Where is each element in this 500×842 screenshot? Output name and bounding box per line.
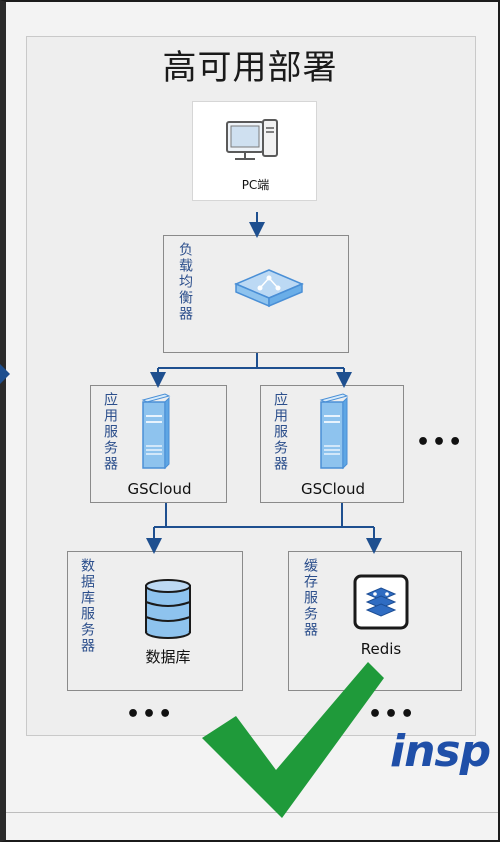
app-server-2-name: GSCloud: [301, 480, 365, 498]
server-icon: [141, 393, 171, 470]
redis-icon: [353, 574, 409, 630]
app-server-node-2: 应用服务器 GSCloud: [260, 385, 404, 503]
db-server-label: 数据库服务器: [79, 558, 95, 654]
pc-monitor-icon: [226, 119, 278, 160]
cache-server-label: 缓存服务器: [302, 558, 318, 638]
db-server-name: 数据库: [145, 648, 191, 666]
more-db-servers-ellipsis: •••: [126, 702, 175, 727]
pc-node: PC端: [192, 101, 317, 201]
app-server-2-label: 应用服务器: [272, 392, 288, 472]
server-icon: [319, 393, 349, 470]
cache-server-name: Redis: [360, 640, 402, 658]
pc-label: PC端: [241, 178, 270, 192]
bottom-divider: [6, 812, 498, 813]
db-server-node: 数据库服务器 数据库: [67, 551, 243, 691]
app-server-1-name: GSCloud: [127, 480, 192, 498]
cache-server-node: 缓存服务器 Redis: [288, 551, 462, 691]
more-app-servers-ellipsis: •••: [416, 430, 465, 455]
load-balancer-icon: [234, 269, 304, 308]
app-server-node-1: 应用服务器 GSCloud: [90, 385, 227, 503]
previous-slide-arrow-icon[interactable]: [0, 364, 10, 384]
database-icon: [145, 579, 191, 639]
diagram-title: 高可用部署: [162, 48, 338, 88]
brand-watermark: insp: [390, 726, 491, 777]
load-balancer-label: 负载均衡器: [177, 242, 193, 322]
load-balancer-node: 负载均衡器: [163, 235, 349, 353]
app-server-1-label: 应用服务器: [102, 392, 118, 472]
more-cache-servers-ellipsis: •••: [368, 702, 417, 727]
